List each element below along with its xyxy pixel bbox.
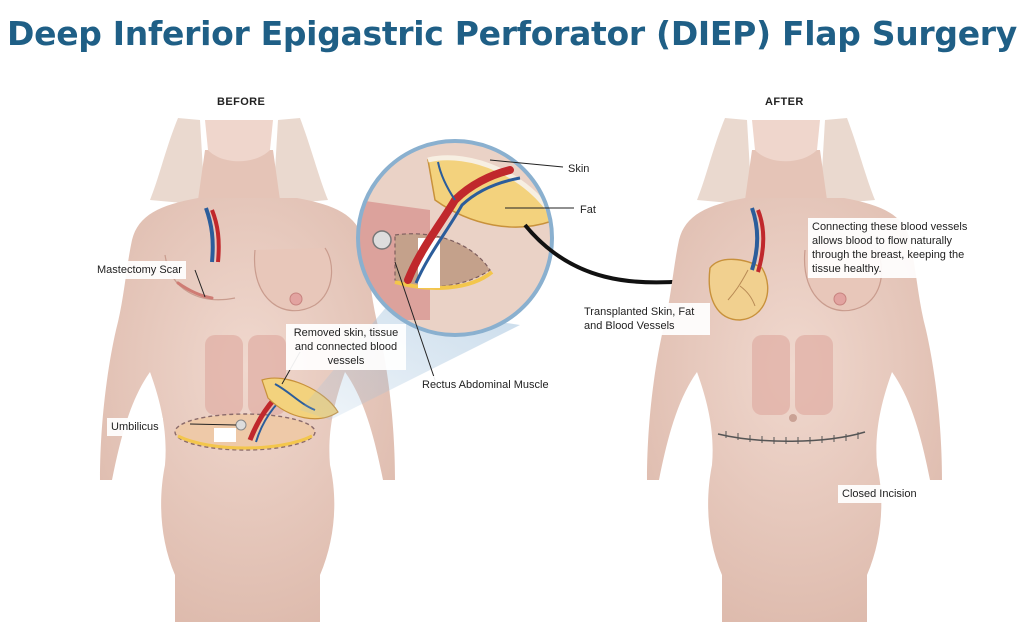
neck-after [745, 150, 827, 200]
zoom-umbilicus [372, 230, 392, 250]
reconstructed-breast [708, 258, 769, 321]
nipple-right [289, 292, 303, 306]
zoom-artery [404, 166, 514, 284]
callout-transplanted: Transplanted Skin, Fat and Blood Vessels [580, 303, 710, 335]
zoom-muscle [358, 200, 430, 320]
hair-left [150, 118, 205, 205]
callout-removed-tissue: Removed skin, tissue and connected blood… [286, 324, 406, 370]
hair-right-after [820, 118, 875, 205]
neck [198, 150, 280, 200]
rectus-left [205, 335, 243, 415]
excision-fat-layer [177, 434, 313, 450]
chin-after [752, 120, 820, 162]
mastectomy-scar [176, 281, 214, 300]
nipple-right-after [833, 292, 847, 306]
page-title: Deep Inferior Epigastric Perforator (DIE… [7, 14, 1017, 53]
callout-skin: Skin [564, 160, 594, 178]
breast-right [253, 247, 333, 312]
after-vein [750, 207, 760, 271]
callout-closed-incision: Closed Incision [838, 485, 921, 503]
abdominal-excision [174, 413, 316, 451]
chest-vein [204, 207, 215, 263]
torso [100, 198, 395, 622]
reconstructed-breast-vessels [727, 269, 756, 307]
umbilicus-mark [235, 419, 247, 431]
excision-muscle-window [214, 428, 236, 442]
chin [205, 120, 273, 162]
callout-mastectomy-scar: Mastectomy Scar [93, 261, 186, 279]
after-figure [647, 118, 942, 622]
chest-artery [210, 209, 221, 263]
magnified-view [356, 139, 554, 337]
after-artery [756, 209, 766, 273]
umbilicus-after [789, 414, 797, 422]
hair-right [273, 118, 328, 205]
zoom-branch [437, 161, 456, 201]
callout-umbilicus: Umbilicus [107, 418, 163, 436]
after-label: AFTER [765, 96, 804, 108]
incision-stitches [725, 431, 859, 444]
zoom-vein [414, 176, 521, 284]
rectus-left-after [752, 335, 790, 415]
callout-rectus-muscle: Rectus Abdominal Muscle [418, 376, 553, 394]
hair-left-after [697, 118, 752, 205]
callout-fat: Fat [576, 201, 600, 219]
closed-incision [717, 431, 866, 443]
before-figure [100, 118, 395, 622]
before-label: BEFORE [217, 96, 266, 108]
callout-connecting-vessels: Connecting these blood vessels allows bl… [808, 218, 974, 278]
zoom-fat-band [394, 270, 494, 290]
rectus-right-after [795, 335, 833, 415]
magnifier-ring [356, 139, 554, 337]
